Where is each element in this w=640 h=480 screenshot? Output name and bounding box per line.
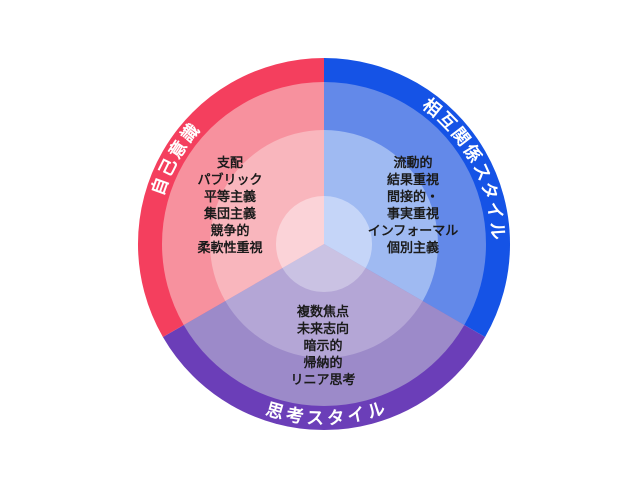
trait-list-self-awareness: 支配 パブリック 平等主義 集団主義 競争的 柔軟性重視 (150, 154, 310, 256)
trait-list-interpersonal-style: 流動的 結果重視 間接的・ 事実重視 インフォーマル 個別主義 (333, 154, 493, 256)
trait-item: 流動的 (393, 155, 433, 170)
trait-list-thinking-style: 複数焦点 未来志向 暗示的 帰納的 リニア思考 (243, 303, 403, 388)
trait-item: 支配 (216, 155, 243, 170)
trait-item: 個別主義 (386, 240, 439, 255)
trait-item: リニア思考 (290, 372, 356, 387)
trait-item: 帰納的 (303, 355, 343, 370)
segment-thinking-inner-zone (282, 244, 366, 293)
trait-item: 事実重視 (386, 206, 439, 221)
segment-self-inner-zone (275, 196, 324, 268)
trait-item: 未来志向 (296, 321, 349, 336)
trait-item: 暗示的 (303, 338, 343, 353)
trait-item: パブリック (197, 172, 263, 187)
trait-item: 複数焦点 (296, 304, 349, 319)
trait-item: 平等主義 (203, 189, 256, 204)
segment-thinking-middle-zone (225, 244, 423, 358)
trait-item: 結果重視 (386, 172, 439, 187)
trait-item: インフォーマル (367, 223, 459, 238)
trait-item: 集団主義 (203, 206, 256, 221)
trait-item: 柔軟性重視 (197, 240, 263, 255)
trait-item: 競争的 (210, 223, 250, 238)
segment-interpersonal-inner-zone (324, 195, 373, 268)
trait-item: 間接的・ (386, 189, 439, 204)
